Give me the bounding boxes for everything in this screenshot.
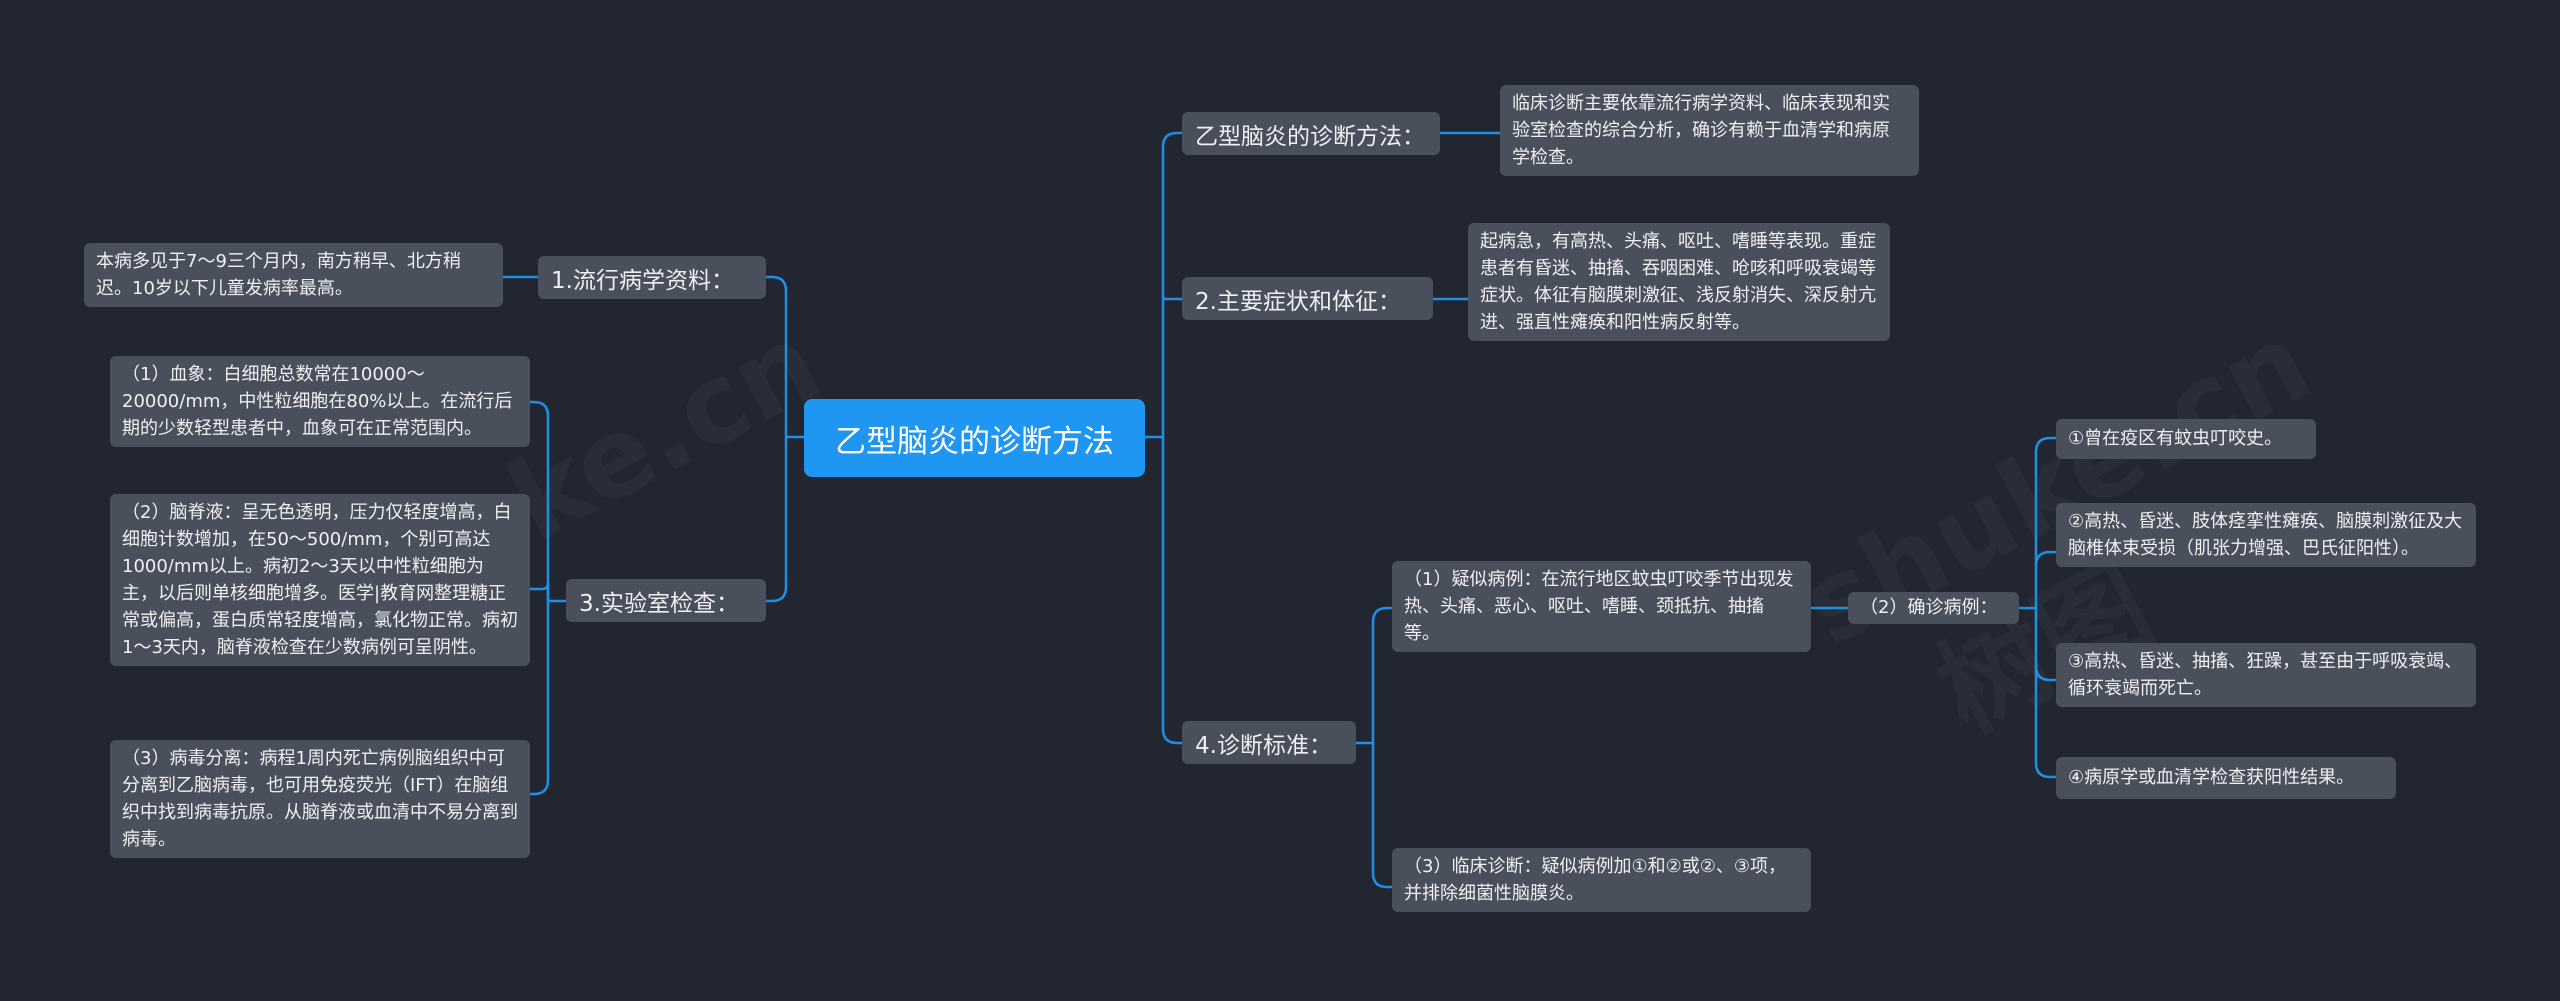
root-topic[interactable]: 乙型脑炎的诊断方法 xyxy=(804,399,1145,477)
leaf-confirmed-item-4[interactable]: ④病原学或血清学检查获阳性结果。 xyxy=(2056,757,2396,799)
leaf-confirmed-case[interactable]: （2）确诊病例： xyxy=(1848,592,2019,624)
leaf-confirmed-item-1[interactable]: ①曾在疫区有蚊虫叮咬史。 xyxy=(2056,419,2316,459)
branch-symptoms[interactable]: 2.主要症状和体征： xyxy=(1182,277,1433,320)
branch-criteria[interactable]: 4.诊断标准： xyxy=(1182,721,1356,764)
leaf-blood-test[interactable]: （1）血象：白细胞总数常在10000～20000/mm，中性粒细胞在80%以上。… xyxy=(110,356,530,447)
leaf-csf-test[interactable]: （2）脑脊液：呈无色透明，压力仅轻度增高，白细胞计数增加，在50～500/mm，… xyxy=(110,494,530,666)
branch-epidemiology[interactable]: 1.流行病学资料： xyxy=(538,256,766,299)
leaf-diagnosis-method-text[interactable]: 临床诊断主要依靠流行病学资料、临床表现和实验室检查的综合分析，确诊有赖于血清学和… xyxy=(1500,85,1919,176)
leaf-epidemiology-text[interactable]: 本病多见于7～9三个月内，南方稍早、北方稍迟。10岁以下儿童发病率最高。 xyxy=(84,243,503,307)
leaf-clinical-diagnosis[interactable]: （3）临床诊断：疑似病例加①和②或②、③项，并排除细菌性脑膜炎。 xyxy=(1392,848,1811,912)
leaf-confirmed-item-2[interactable]: ②高热、昏迷、肢体痉挛性瘫痪、脑膜刺激征及大脑椎体束受损（肌张力增强、巴氏征阳性… xyxy=(2056,503,2476,567)
leaf-virus-isolation[interactable]: （3）病毒分离：病程1周内死亡病例脑组织中可分离到乙脑病毒，也可用免疫荧光（IF… xyxy=(110,740,530,858)
leaf-symptoms-text[interactable]: 起病急，有高热、头痛、呕吐、嗜睡等表现。重症患者有昏迷、抽搐、吞咽困难、呛咳和呼… xyxy=(1468,223,1890,341)
branch-diagnosis-method[interactable]: 乙型脑炎的诊断方法： xyxy=(1182,112,1440,155)
branch-lab-tests[interactable]: 3.实验室检查： xyxy=(566,579,766,622)
leaf-suspected-case[interactable]: （1）疑似病例：在流行地区蚊虫叮咬季节出现发热、头痛、恶心、呕吐、嗜睡、颈抵抗、… xyxy=(1392,561,1811,652)
leaf-confirmed-item-3[interactable]: ③高热、昏迷、抽搐、狂躁，甚至由于呼吸衰竭、循环衰竭而死亡。 xyxy=(2056,643,2476,707)
